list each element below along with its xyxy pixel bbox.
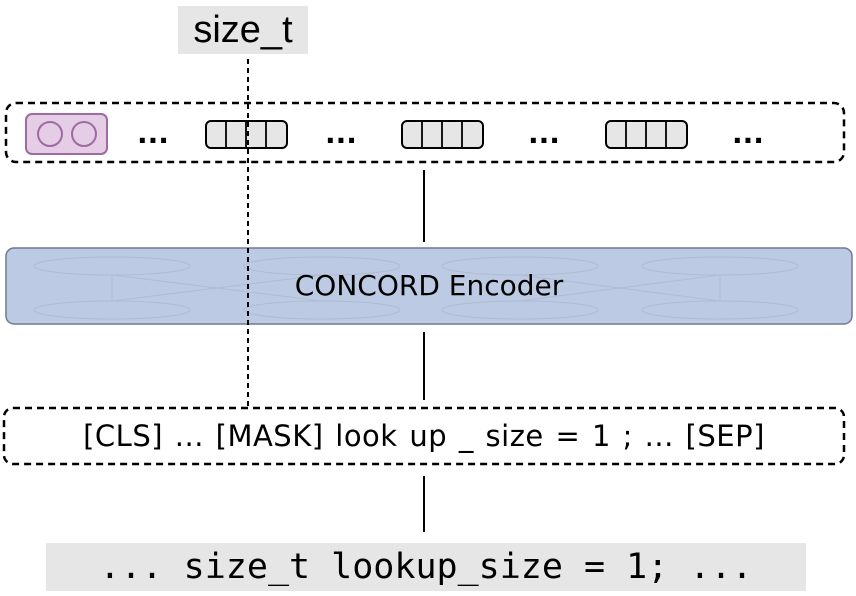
- source-code-snippet: ... size_t lookup_size = 1; ...: [46, 543, 806, 591]
- cls-embedding: [25, 113, 108, 155]
- token-sequence: [CLS] ... [MASK] look up _ size = 1 ; ..…: [83, 419, 765, 453]
- output-row-ellipsis: ...: [137, 117, 169, 150]
- embedding-cell: [71, 121, 97, 147]
- output-row-ellipsis: ...: [325, 117, 357, 150]
- output-row-ellipsis: ...: [732, 117, 764, 150]
- token-embedding: [605, 120, 688, 149]
- encoder-attention-sketch: [33, 256, 799, 320]
- token-embedding: [401, 120, 484, 149]
- token-embedding: [205, 120, 288, 149]
- predicted-type-label: size_t: [178, 6, 308, 54]
- output-embedding-row: [4, 101, 846, 164]
- encoder-label: CONCORD Encoder: [294, 269, 564, 302]
- encoder-block: [5, 247, 853, 325]
- output-row-ellipsis: ...: [528, 117, 560, 150]
- token-sequence-box: [2, 406, 846, 466]
- embedding-cell: [37, 121, 63, 147]
